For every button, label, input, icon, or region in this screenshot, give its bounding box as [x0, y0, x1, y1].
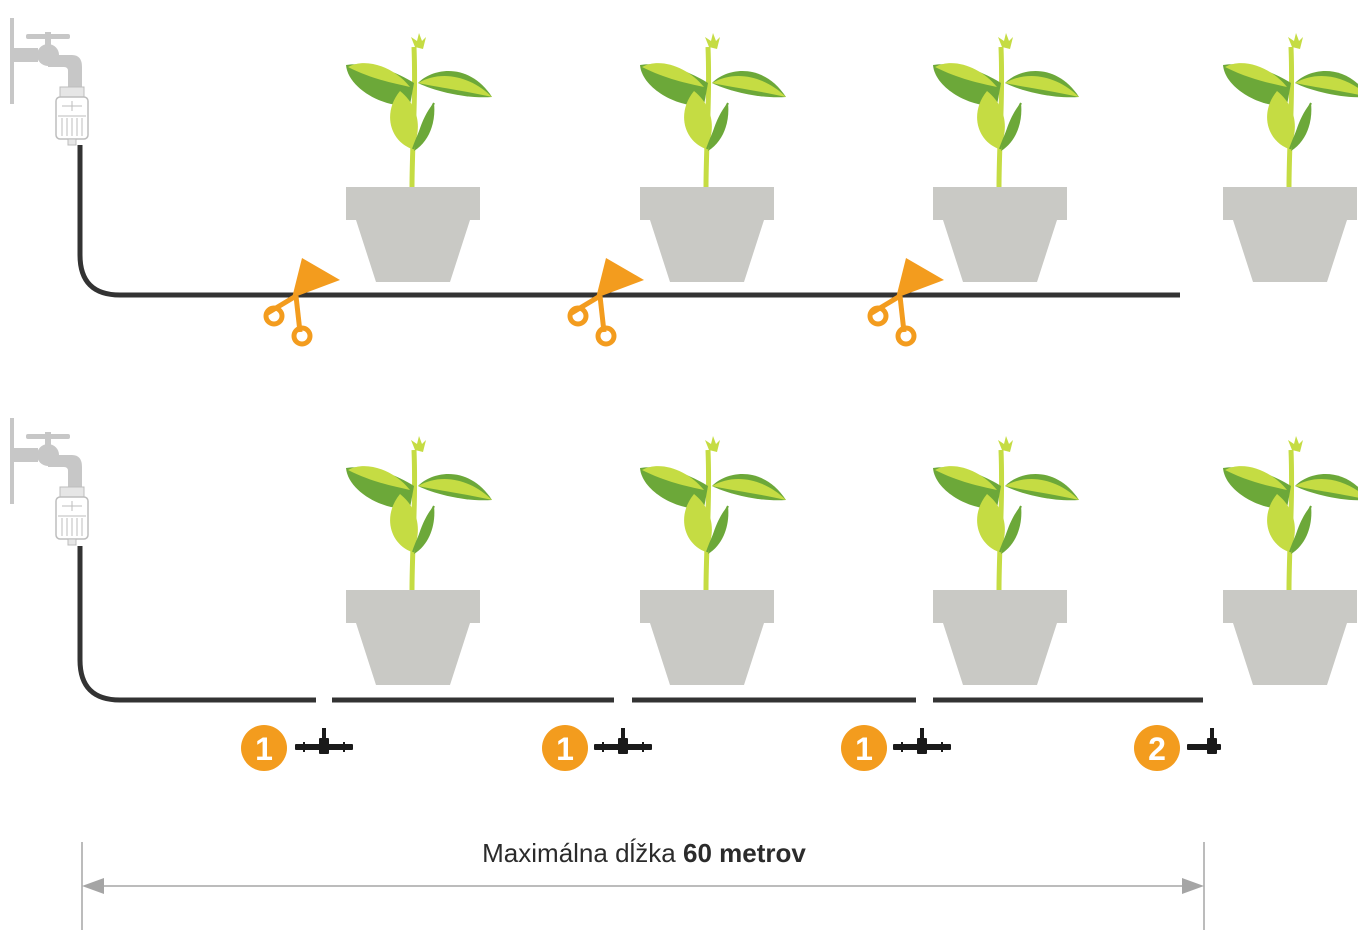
caption-prefix: Maximálna dĺžka	[482, 838, 676, 868]
badge-number: 1	[255, 731, 273, 767]
badge-1: 1	[241, 725, 353, 771]
tee-connector-icon	[594, 728, 652, 754]
badge-number: 2	[1148, 731, 1166, 767]
tee-connector-icon	[893, 728, 951, 754]
caption-value: 60 metrov	[683, 838, 806, 868]
tap-icon	[9, 417, 89, 546]
plant-pot-icon	[1223, 436, 1358, 685]
badge-number: 1	[556, 731, 574, 767]
badge-4: 2	[1134, 725, 1221, 771]
plant-pot-icon	[933, 436, 1079, 685]
drip-pipe	[77, 145, 1180, 298]
badge-3: 1	[841, 725, 951, 771]
plant-pot-icon	[640, 33, 786, 282]
scissors-icon	[870, 258, 944, 344]
badge-number: 1	[855, 731, 873, 767]
plant-pot-icon	[346, 33, 492, 282]
tee-connector-icon	[295, 728, 353, 754]
plant-pot-icon	[640, 436, 786, 685]
dimension-arrow-icon	[1182, 878, 1204, 894]
plant-pot-icon	[346, 436, 492, 685]
end-plug-icon	[1187, 728, 1221, 754]
scissors-icon	[570, 258, 644, 344]
tap-icon	[9, 17, 89, 146]
plant-pot-icon	[1223, 33, 1358, 282]
drip-pipe-segment	[77, 546, 316, 703]
dimension-line	[81, 842, 1205, 930]
badge-2: 1	[542, 725, 652, 771]
max-length-caption: Maximálna dĺžka 60 metrov	[0, 838, 1288, 869]
row-1	[9, 17, 1358, 344]
scissors-icon	[266, 258, 340, 344]
row-2: 1 1 1 2	[9, 417, 1358, 771]
plant-pot-icon	[933, 33, 1079, 282]
dimension-arrow-icon	[82, 878, 104, 894]
